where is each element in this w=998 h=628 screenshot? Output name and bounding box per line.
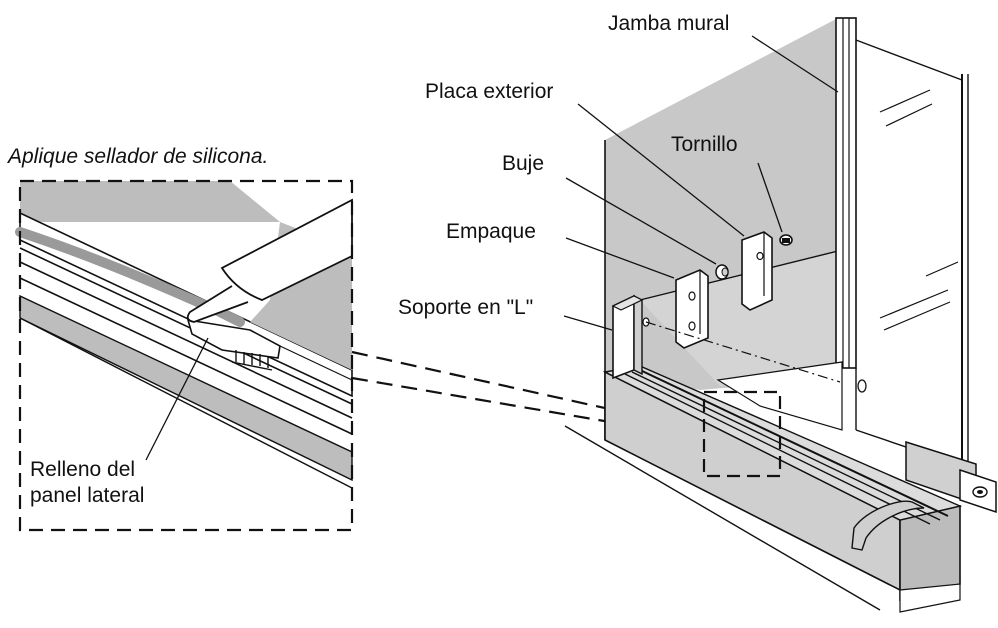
wall-lower bbox=[640, 250, 842, 386]
connector-dash-bottom bbox=[351, 376, 705, 440]
main-assembly bbox=[564, 17, 997, 613]
bushing bbox=[715, 264, 729, 280]
inset-top-surface bbox=[20, 181, 280, 222]
filler-piece bbox=[186, 319, 281, 359]
wall-jamb bbox=[835, 17, 857, 369]
l-bracket bbox=[611, 294, 650, 380]
silicone-nozzle bbox=[186, 285, 249, 323]
leader-lines bbox=[563, 35, 839, 331]
inset-caption: Aplique sellador de silicona. bbox=[8, 145, 269, 168]
label-wall-jamb: Jamba mural bbox=[608, 12, 730, 35]
inset-border bbox=[18, 179, 354, 532]
gasket bbox=[675, 269, 709, 349]
label-l-bracket: Soporte en "L" bbox=[398, 296, 534, 319]
glass-panel bbox=[855, 39, 969, 467]
silicone-tube bbox=[220, 198, 353, 301]
label-gasket: Empaque bbox=[446, 220, 536, 243]
outer-plate bbox=[741, 231, 773, 311]
glass-bottom-clip bbox=[905, 440, 997, 514]
mounting-axis bbox=[645, 321, 841, 383]
filler-leader bbox=[145, 337, 209, 461]
label-filler-line2: panel lateral bbox=[30, 484, 145, 507]
label-filler-line1: Relleno del bbox=[30, 458, 136, 481]
screw bbox=[779, 234, 793, 246]
inset-detail bbox=[15, 179, 354, 532]
label-screw: Tornillo bbox=[671, 133, 738, 156]
label-bushing: Buje bbox=[502, 152, 545, 175]
curb-base bbox=[564, 365, 963, 613]
label-outer-plate: Placa exterior bbox=[425, 80, 554, 103]
